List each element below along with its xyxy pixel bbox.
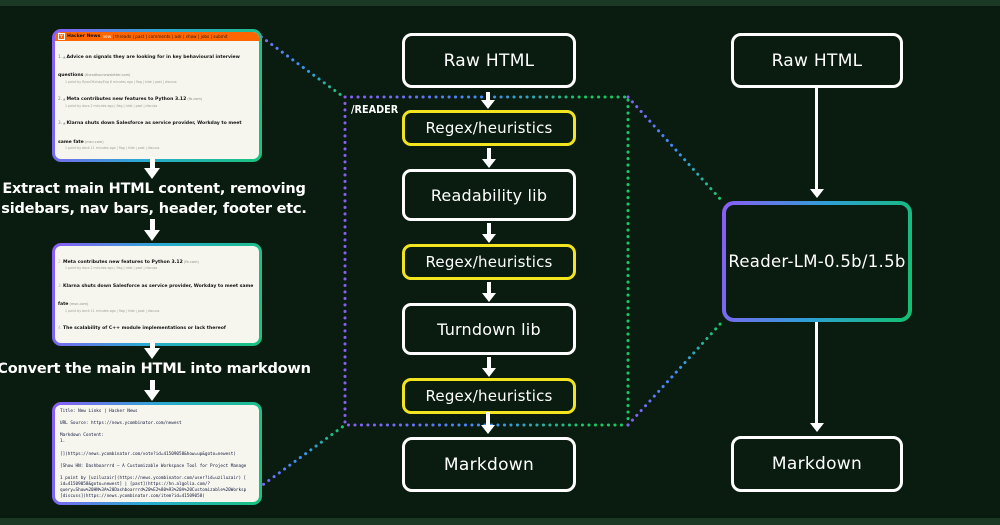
hn-story-row: 1.▲Advice on signals they are looking fo…: [58, 44, 256, 85]
hn-rank: 2.: [58, 96, 62, 102]
reader-lm-box: Reader-LM-0.5b/1.5b: [722, 201, 912, 322]
arrow-down-icon: [144, 157, 160, 179]
screenshot-markdown-output: Title: New Links | Hacker News URL Sourc…: [52, 402, 262, 505]
arrow-down-icon: [481, 412, 495, 434]
vote-arrow-icon: ▲: [63, 97, 66, 102]
screenshot-hacker-news-full-page: Y Hacker News new | threads | past | com…: [55, 32, 259, 159]
hn-story-title: Klarna shuts down Salesforce as service …: [58, 283, 254, 308]
hn-rank: 4.: [58, 325, 62, 331]
bottom-edge-strip: [0, 518, 1000, 525]
hn-story-title: Advice on signals they are looking for i…: [58, 54, 240, 78]
markdown-line: 1.: [60, 439, 66, 445]
pipeline-step-box: Regex/heuristics: [402, 244, 576, 280]
reader-region-label: /READER: [351, 103, 399, 116]
hn-story-row: 3.▲Klarna shuts down Salesforce as servi…: [58, 110, 256, 151]
pipeline-step-box: Turndown lib: [402, 303, 576, 355]
hn-story-title: Meta contributes new features to Python …: [66, 97, 187, 103]
markdown-line: Title: New Links | Hacker News: [60, 409, 138, 414]
arrow-down-icon: [809, 322, 824, 432]
top-edge-strip: [0, 0, 1000, 6]
hn-story-title: The scalability of C++ module implementa…: [63, 326, 226, 332]
arrow-down-icon: [482, 148, 496, 168]
hn-story-domain: (fb.com): [186, 97, 203, 102]
markdown-line: Markdown Content:: [60, 433, 104, 439]
hn-logo-icon: Y: [58, 33, 65, 40]
markdown-line: 1 point by [uziluzair](https://news.ycom…: [60, 476, 247, 482]
hn-nav: new | threads | past | comments | ask | …: [103, 34, 228, 39]
hn-story-row: 4.The scalability of C++ module implemen…: [58, 315, 256, 343]
pipeline-step-box: Regex/heuristics: [402, 110, 576, 146]
markdown-line: id=41509058&goto=newest] | [past](https:…: [60, 482, 211, 488]
hn-story-list: 1.▲Advice on signals they are looking fo…: [55, 41, 259, 159]
extract-step-label: Extract main HTML content, removing side…: [0, 180, 312, 219]
markdown-line: [Show HN: Dashboarrrd – A Customizable W…: [60, 463, 247, 469]
hn-story-row: 4.▲The scalability of C++ module impleme…: [58, 153, 256, 159]
hn-story-list-clean: 2.Meta contributes new features to Pytho…: [55, 246, 259, 343]
markdown-line: [discuss](https://news.ycombinator.com/i…: [60, 494, 205, 500]
pipeline-markdown-box: Markdown: [402, 437, 576, 492]
extract-step-line1: Extract main HTML content, removing: [2, 181, 306, 197]
markdown-line: URL Source: https://news.ycombinator.com…: [60, 421, 182, 427]
llm-raw-html-box: Raw HTML: [731, 33, 903, 88]
hn-story-row: 2.▲Meta contributes new features to Pyth…: [58, 86, 256, 108]
hn-nav-links: | threads | past | comments | ask | show…: [112, 34, 228, 39]
pipeline-raw-html-box: Raw HTML: [402, 33, 576, 88]
hn-story-domain: (msn.com): [68, 302, 89, 307]
hn-story-title: Klarna shuts down Salesforce as service …: [58, 121, 242, 145]
hn-story-meta: 1 point by RyanOKcisbyEng 8 minutes ago …: [65, 79, 177, 84]
convert-step-label: Convert the main HTML into markdown: [0, 361, 311, 377]
arrow-down-icon: [482, 282, 496, 302]
arrow-down-icon: [144, 219, 160, 241]
hn-rank: 3.: [58, 282, 62, 288]
hn-story-row: 2.Meta contributes new features to Pytho…: [58, 249, 256, 271]
pipeline-step-box: Regex/heuristics: [402, 378, 576, 414]
arrow-down-icon: [809, 88, 824, 198]
hn-story-meta: 1 point by beck 11 minutes ago | flag | …: [65, 308, 160, 313]
extract-step-line2: sidebars, nav bars, header, footer etc.: [1, 200, 307, 217]
hn-rank: 2.: [58, 258, 62, 264]
hn-story-meta: 1 point by docs 2 minutes ago | flag | h…: [65, 266, 158, 271]
reader-lm-label: Reader-LM-0.5b/1.5b: [726, 205, 908, 318]
hn-story-domain: (msn.com): [83, 139, 104, 144]
screenshot-hn-main-page: 2.Meta contributes new features to Pytho…: [55, 246, 259, 343]
hn-story-title: Meta contributes new features to Python …: [63, 259, 183, 265]
vote-arrow-icon: ▲: [63, 121, 66, 126]
markdown-line: [](https://news.ycombinator.com/vote?id=…: [60, 451, 236, 457]
pipeline-step-box: Readability lib: [402, 169, 576, 221]
llm-markdown-box: Markdown: [731, 436, 903, 492]
hn-story-domain: (fb.com): [182, 259, 199, 264]
connector-shot3-to-region: [251, 423, 347, 494]
connector-shot1-to-region: [254, 31, 347, 100]
hn-story-meta: 1 point by docs 2 minutes ago | flag | h…: [65, 103, 158, 108]
hn-story-meta: 1 point by beck 11 minutes ago | flag | …: [65, 146, 160, 151]
hn-nav-selected: new: [102, 34, 113, 39]
connector-region-to-readerlm-bottom: [626, 320, 724, 427]
hn-story-row: 3.Klarna shuts down Salesforce as servic…: [58, 273, 256, 314]
markdown-text: Title: New Links | Hacker News URL Sourc…: [55, 405, 259, 502]
connector-region-to-readerlm-top: [626, 95, 724, 203]
hn-rank: 1.: [58, 53, 62, 59]
screenshot-hacker-news-main-content: 2.Meta contributes new features to Pytho…: [52, 243, 262, 346]
hn-story-domain: (theadhocnewsletter.com): [83, 72, 131, 77]
markdown-output-page: Title: New Links | Hacker News URL Sourc…: [55, 405, 259, 502]
arrow-down-icon: [482, 223, 496, 243]
screenshot-hacker-news-full: Y Hacker News new | threads | past | com…: [52, 29, 262, 162]
vote-arrow-icon: ▲: [63, 54, 66, 59]
hn-rank: 3.: [58, 120, 62, 126]
arrow-down-icon: [144, 380, 160, 401]
hn-header-bar: Y Hacker News new | threads | past | com…: [55, 32, 259, 41]
hn-site-title: Hacker News: [67, 34, 101, 39]
arrow-down-icon: [144, 342, 160, 359]
arrow-down-icon: [481, 92, 495, 109]
markdown-line: query=Show%20HN%3A%20Dashboarrrd%20%E2%8…: [60, 488, 247, 494]
arrow-down-icon: [482, 357, 496, 377]
